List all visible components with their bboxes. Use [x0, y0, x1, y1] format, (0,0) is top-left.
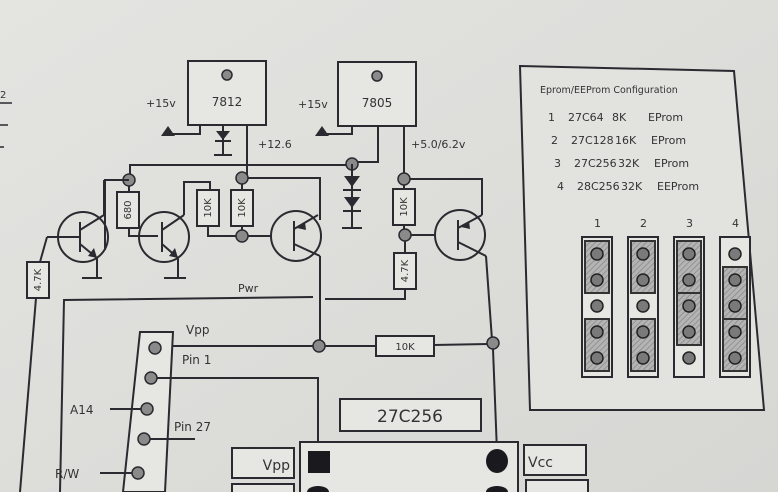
chip-pin	[307, 486, 329, 492]
svg-text:Vpp: Vpp	[263, 458, 290, 474]
jumper-pin	[636, 273, 650, 287]
svg-text:10K: 10K	[203, 198, 214, 218]
jumper-label: 1	[594, 217, 601, 230]
jumper-pin	[682, 351, 696, 365]
mounting-hole-icon	[221, 69, 233, 81]
regulator-input-label: +15v	[298, 98, 328, 111]
jumper-pin	[636, 247, 650, 261]
diode-icon	[344, 197, 360, 208]
header-pin	[140, 402, 154, 416]
pin-1-square-icon	[308, 451, 330, 473]
config-cell-num: 3	[554, 157, 561, 170]
jumper-pin	[728, 299, 742, 313]
config-cell-size: 16K	[615, 134, 637, 147]
config-cell-part: 27C128	[571, 134, 614, 147]
svg-text:4.7K: 4.7K	[400, 259, 411, 282]
jumper-pin	[682, 273, 696, 287]
chip-pin	[486, 449, 508, 473]
config-cell-part: 27C64	[568, 111, 604, 124]
pin27-label: Pin 27	[174, 420, 211, 434]
regulator-7805: 7805	[337, 61, 417, 127]
jumper-pin	[728, 273, 742, 287]
config-cell-size: 32K	[618, 157, 640, 170]
config-title: Eprom/EEProm Configuration	[540, 85, 678, 96]
transistor-q2	[138, 211, 190, 263]
config-cell-part: 27C256	[574, 157, 617, 170]
chip-vpp-box	[231, 447, 295, 479]
config-cell-type: EEProm	[657, 180, 699, 193]
resistor-10k-bus	[375, 335, 435, 357]
jumper-shunt	[676, 240, 702, 294]
svg-text:680: 680	[123, 200, 134, 219]
config-cell-type: EProm	[651, 134, 686, 147]
vpp-label: Vpp	[186, 323, 209, 337]
svg-text:10K: 10K	[399, 197, 410, 217]
jumper-pin	[728, 351, 742, 365]
a14-label: A14	[70, 403, 93, 417]
jumper-pin	[682, 299, 696, 313]
jumper-pin	[636, 351, 650, 365]
diode-icon	[344, 176, 360, 187]
rw-label: R/W	[55, 467, 79, 481]
jumper-pin	[590, 351, 604, 365]
header-pin	[148, 341, 162, 355]
resistor-4-7k-left	[26, 261, 50, 299]
header-pin	[144, 371, 158, 385]
jumper-pin	[590, 273, 604, 287]
jumper-pin	[590, 299, 604, 313]
config-cell-size: 32K	[621, 180, 643, 193]
chip-name: 27C256	[377, 407, 443, 427]
regulator-part: 7805	[362, 96, 393, 110]
jumper-pin	[682, 325, 696, 339]
jumper-diagram: 1 2 3 4	[581, 217, 751, 378]
pin1-label: Pin 1	[182, 353, 211, 367]
jumper-label: 3	[686, 217, 693, 230]
svg-text:10K: 10K	[237, 198, 248, 218]
jumper-pin	[590, 247, 604, 261]
jumper-label: 2	[640, 217, 647, 230]
jumper-pin	[682, 247, 696, 261]
config-cell-type: EProm	[654, 157, 689, 170]
regulator-part: 7812	[212, 95, 243, 109]
svg-text:Vcc: Vcc	[528, 455, 553, 471]
config-cell-num: 4	[557, 180, 564, 193]
margin-text: 2	[0, 90, 6, 101]
config-cell-num: 1	[548, 111, 555, 124]
jumper-pin	[728, 325, 742, 339]
chip-body	[299, 441, 519, 492]
svg-text:10K: 10K	[395, 342, 415, 353]
header-pin	[131, 466, 145, 480]
jumper-pin	[636, 299, 650, 313]
config-cell-type: EProm	[648, 111, 683, 124]
regulator-output-label: +12.6	[258, 138, 292, 151]
chip-pin	[486, 486, 508, 492]
jumper-pin	[590, 325, 604, 339]
jumper-pin	[636, 325, 650, 339]
mounting-hole-icon	[371, 70, 383, 82]
regulator-output-label: +5.0/6.2v	[411, 138, 466, 151]
config-cell-num: 2	[551, 134, 558, 147]
diode-icon	[216, 131, 230, 140]
pwr-label: Pwr	[238, 282, 259, 295]
regulator-input-label: +15v	[146, 97, 176, 110]
config-cell-part: 28C256	[577, 180, 620, 193]
regulator-7812: 7812	[187, 60, 267, 126]
header-pin	[137, 432, 151, 446]
svg-text:4.7K: 4.7K	[33, 268, 44, 291]
chip-label-box	[339, 398, 482, 432]
jumper-label: 4	[732, 217, 739, 230]
config-cell-size: 8K	[612, 111, 627, 124]
chip-vcc-box	[523, 444, 587, 476]
jumper-pin	[728, 247, 742, 261]
